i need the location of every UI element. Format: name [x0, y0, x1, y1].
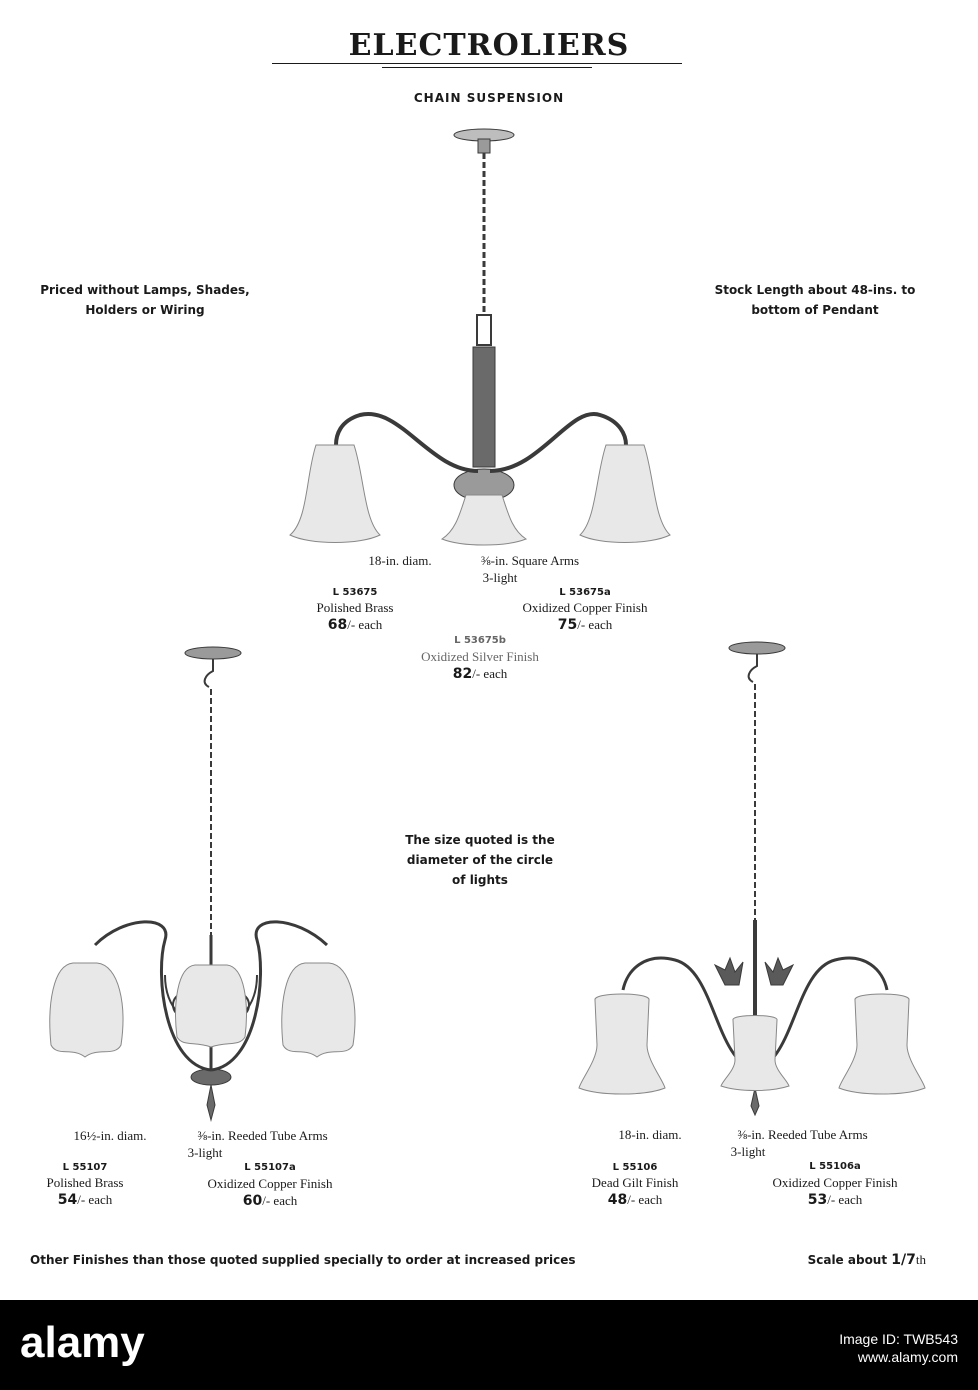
- bottom-right-variant-code: L 55106: [612, 1162, 658, 1173]
- bottom-left-diameter: 16½-in. diam.: [73, 1128, 147, 1143]
- top-variant-finish: Oxidized Copper Finish: [522, 600, 648, 615]
- top-variant-code: L 53675a: [559, 587, 611, 598]
- bottom-left-lights: 3-light: [187, 1145, 223, 1160]
- size-note: The size quoted is the diameter of the c…: [405, 833, 555, 887]
- bottom-left-variant-finish: Oxidized Copper Finish: [207, 1176, 333, 1191]
- bottom-right-variant-price: 53/- each: [807, 1192, 863, 1208]
- top-electrolier-illustration: [289, 128, 671, 546]
- watermark-brand: alamy: [20, 1318, 145, 1367]
- top-diameter: 18-in. diam.: [368, 553, 432, 568]
- bottom-right-variant-price: 48/- each: [607, 1192, 663, 1208]
- bottom-left-variant-finish: Polished Brass: [46, 1175, 124, 1190]
- top-arms: ⅜-in. Square Arms: [480, 553, 580, 568]
- pricing-note: Priced without Lamps, Shades, Holders or…: [40, 283, 250, 317]
- bottom-right-variant-code: L 55106a: [809, 1161, 861, 1172]
- top-variant-price: 82/- each: [452, 666, 508, 682]
- stock-length-note: Stock Length about 48-ins. to bottom of …: [714, 283, 916, 317]
- bottom-right-variant-finish: Dead Gilt Finish: [591, 1175, 679, 1190]
- top-variant-finish: Oxidized Silver Finish: [421, 649, 539, 664]
- bottom-left-variant-code: L 55107a: [244, 1162, 296, 1173]
- bottom-right-electrolier-illustration: [578, 641, 926, 1117]
- image-id-label: Image ID: TWB543: [839, 1331, 958, 1347]
- top-variant-finish: Polished Brass: [316, 600, 394, 615]
- bottom-right-variant-finish: Oxidized Copper Finish: [772, 1175, 898, 1190]
- section-subtitle: CHAIN SUSPENSION: [413, 91, 565, 105]
- bottom-left-arms: ⅜-in. Reeded Tube Arms: [197, 1128, 328, 1143]
- title-rule-lower: [382, 67, 592, 68]
- bottom-left-variant-price: 60/- each: [242, 1193, 298, 1209]
- footer-scale: Scale about 1/7th: [807, 1252, 926, 1268]
- site-label: www.alamy.com: [857, 1349, 958, 1365]
- bottom-right-diameter: 18-in. diam.: [618, 1127, 682, 1142]
- top-variant-price: 75/- each: [557, 617, 613, 633]
- bottom-left-variant-price: 54/- each: [57, 1192, 113, 1208]
- bottom-left-variant-code: L 55107: [62, 1162, 108, 1173]
- top-lights: 3-light: [482, 570, 518, 585]
- catalogue-page: ELECTROLIERS CHAIN SUSPENSION Priced wit…: [30, 28, 926, 1268]
- footer-finishes-note: Other Finishes than those quoted supplie…: [30, 1253, 576, 1267]
- title-rule-upper: [272, 63, 682, 64]
- watermark-band: [0, 1300, 978, 1390]
- bottom-right-lights: 3-light: [730, 1144, 766, 1159]
- page-title: ELECTROLIERS: [348, 28, 630, 63]
- top-variant-code: L 53675b: [454, 635, 506, 646]
- top-variant-code: L 53675: [332, 587, 378, 598]
- bottom-left-electrolier-illustration: [49, 646, 356, 1122]
- bottom-right-arms: ⅜-in. Reeded Tube Arms: [737, 1127, 868, 1142]
- top-variant-price: 68/- each: [327, 617, 383, 633]
- watermark-image-id: Image ID: TWB543 www.alamy.com: [0, 1330, 958, 1366]
